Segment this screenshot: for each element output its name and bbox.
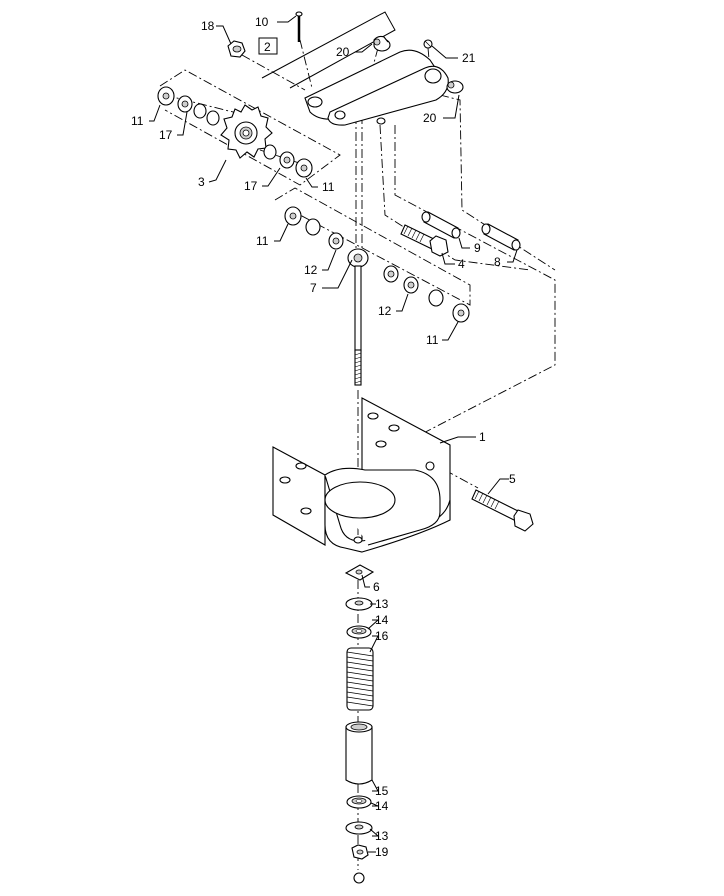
pin-9 <box>421 211 461 239</box>
callout-21: 21 <box>462 51 476 65</box>
washer-14-lower <box>346 795 372 809</box>
callout-19: 19 <box>375 845 389 859</box>
bolt-5 <box>471 489 534 532</box>
callout-11-right: 11 <box>426 333 439 347</box>
tensioner-arm <box>304 49 449 126</box>
callout-11-mid-left: 11 <box>256 234 269 248</box>
spring-16 <box>346 647 374 711</box>
callout-13-upper: 13 <box>375 597 389 611</box>
callout-11-sprocket-right: 11 <box>322 180 335 194</box>
washer-11-upper-left <box>157 86 175 106</box>
reference-box-2 <box>258 11 396 89</box>
callout-18: 18 <box>201 19 215 33</box>
callout-8: 8 <box>494 255 501 269</box>
callout-16: 16 <box>375 629 389 643</box>
nut-19 <box>351 844 369 860</box>
washer-11-right <box>452 303 470 323</box>
spacer-washer-right-2 <box>428 289 444 307</box>
grease-fitting-21 <box>423 39 433 49</box>
callout-9: 9 <box>474 241 481 255</box>
spacer-washer-left <box>193 103 207 119</box>
washer-11-sprocket-right <box>295 158 313 178</box>
callout-10: 10 <box>255 15 269 29</box>
callout-13-lower: 13 <box>375 829 389 843</box>
washer-17-lower <box>279 151 295 169</box>
callout-20-right: 20 <box>423 111 437 125</box>
sleeve-15 <box>345 721 373 785</box>
pin-10 <box>295 11 303 42</box>
washer-12-left <box>328 232 344 250</box>
washer-12-right-1 <box>383 265 399 283</box>
mounting-bracket-1 <box>272 397 451 553</box>
pin-8 <box>481 223 521 251</box>
bushing-20-right <box>446 80 464 94</box>
bolt-4 <box>400 224 449 257</box>
callout-1: 1 <box>479 430 486 444</box>
bolt-end-bottom <box>353 872 365 884</box>
callout-3: 3 <box>198 175 205 189</box>
plate-6 <box>344 564 375 581</box>
callout-11-upper-left: 11 <box>131 114 144 128</box>
callout-20-top: 20 <box>336 45 350 59</box>
bushing-20-top <box>373 35 391 52</box>
washer-14-upper <box>346 625 372 639</box>
callout-6: 6 <box>373 580 380 594</box>
callout-5: 5 <box>509 472 516 486</box>
callout-2: 2 <box>264 40 271 54</box>
spacer-washer-mid <box>305 218 321 236</box>
spacer-washer-right <box>263 144 277 160</box>
callout-4: 4 <box>458 257 465 271</box>
spacer-washer-left-2 <box>206 110 220 126</box>
sprocket-3 <box>220 104 273 159</box>
callout-12-right: 12 <box>378 304 392 318</box>
callout-12-left: 12 <box>304 263 318 277</box>
callout-17-lower: 17 <box>244 179 258 193</box>
nut-18 <box>227 40 246 58</box>
washer-13-lower <box>345 821 373 835</box>
washer-12-right-2 <box>403 276 419 294</box>
callout-17-upper: 17 <box>159 128 173 142</box>
callout-7: 7 <box>310 281 317 295</box>
washer-13-upper <box>345 597 373 611</box>
callout-labels: 10 2 18 20 21 20 11 17 3 17 11 11 12 7 1… <box>131 15 516 859</box>
leader-lines <box>149 15 518 853</box>
callout-14-upper: 14 <box>375 613 389 627</box>
callout-box-2 <box>258 37 278 55</box>
eye-bolt-7 <box>347 248 369 386</box>
callout-15: 15 <box>375 784 389 798</box>
washer-11-mid-left <box>284 206 302 226</box>
callout-14-lower: 14 <box>375 799 389 813</box>
washer-17-upper-left <box>177 95 193 113</box>
